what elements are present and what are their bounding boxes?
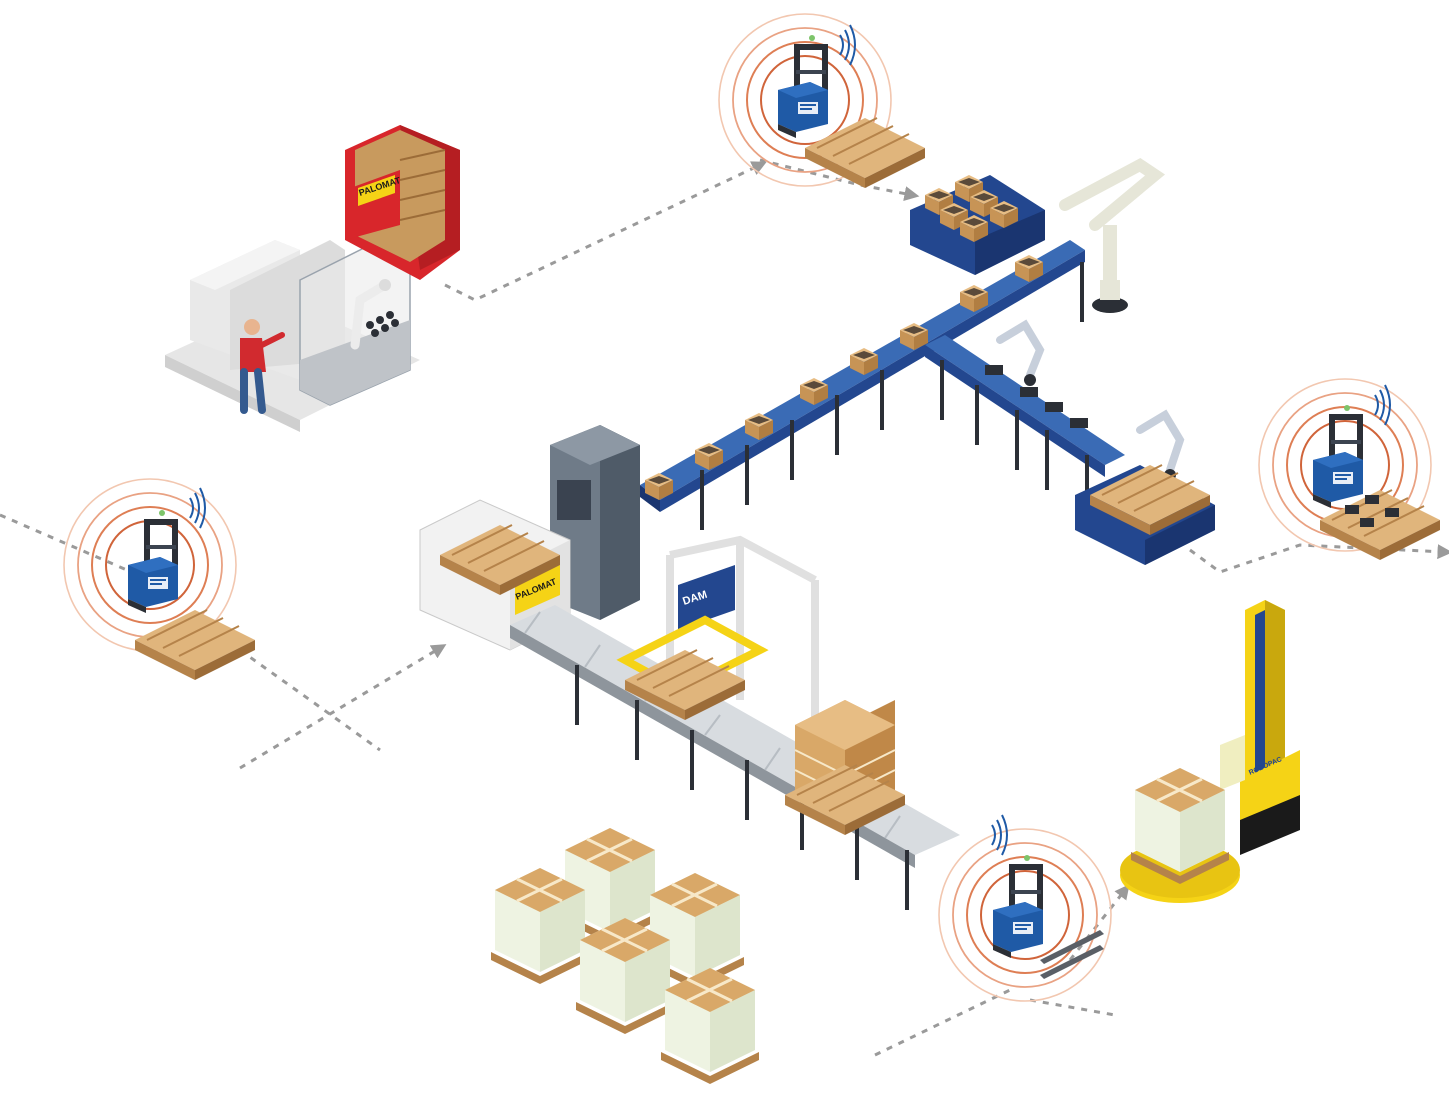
cobot-arm-icon (996, 319, 1045, 386)
stretch-wrapper: ROBOPAC (1120, 600, 1300, 903)
flow-line-up-to-feeder (239, 644, 447, 770)
machine-robot-arm-icon (350, 279, 391, 350)
layer-gantry: DAM (616, 535, 819, 735)
agv-forklift-right (1258, 378, 1441, 561)
flow-line-forklift-bottom (1029, 998, 1116, 1017)
flow-line-left-in (0, 513, 151, 582)
gantry-robot (1059, 158, 1166, 313)
agv-forklift-bottom (938, 814, 1112, 1002)
agv-forklift-top (718, 13, 926, 189)
control-cabinet (550, 425, 640, 620)
stacked-boxes-load (784, 700, 906, 836)
palomat-pallet-magazine: PALOMAT (345, 125, 460, 280)
flow-line-to-wrapper (1068, 884, 1130, 961)
flow-lines (0, 158, 1449, 1057)
wireless-signal-icon (1374, 384, 1391, 426)
branch-conveyor (925, 319, 1215, 565)
operator-person (240, 319, 285, 414)
flow-line-palomat-to-forklift (444, 161, 767, 302)
box-tray-top (910, 175, 1045, 592)
finished-pallets (489, 826, 761, 1086)
upper-conveyor (640, 240, 1085, 530)
flow-line-left-to-feeder (239, 648, 381, 752)
machining-cell (165, 239, 420, 432)
flow-line-bottom (874, 988, 1011, 1057)
agv-forklift-left (63, 478, 256, 681)
flow-line-right-out (1189, 543, 1449, 574)
